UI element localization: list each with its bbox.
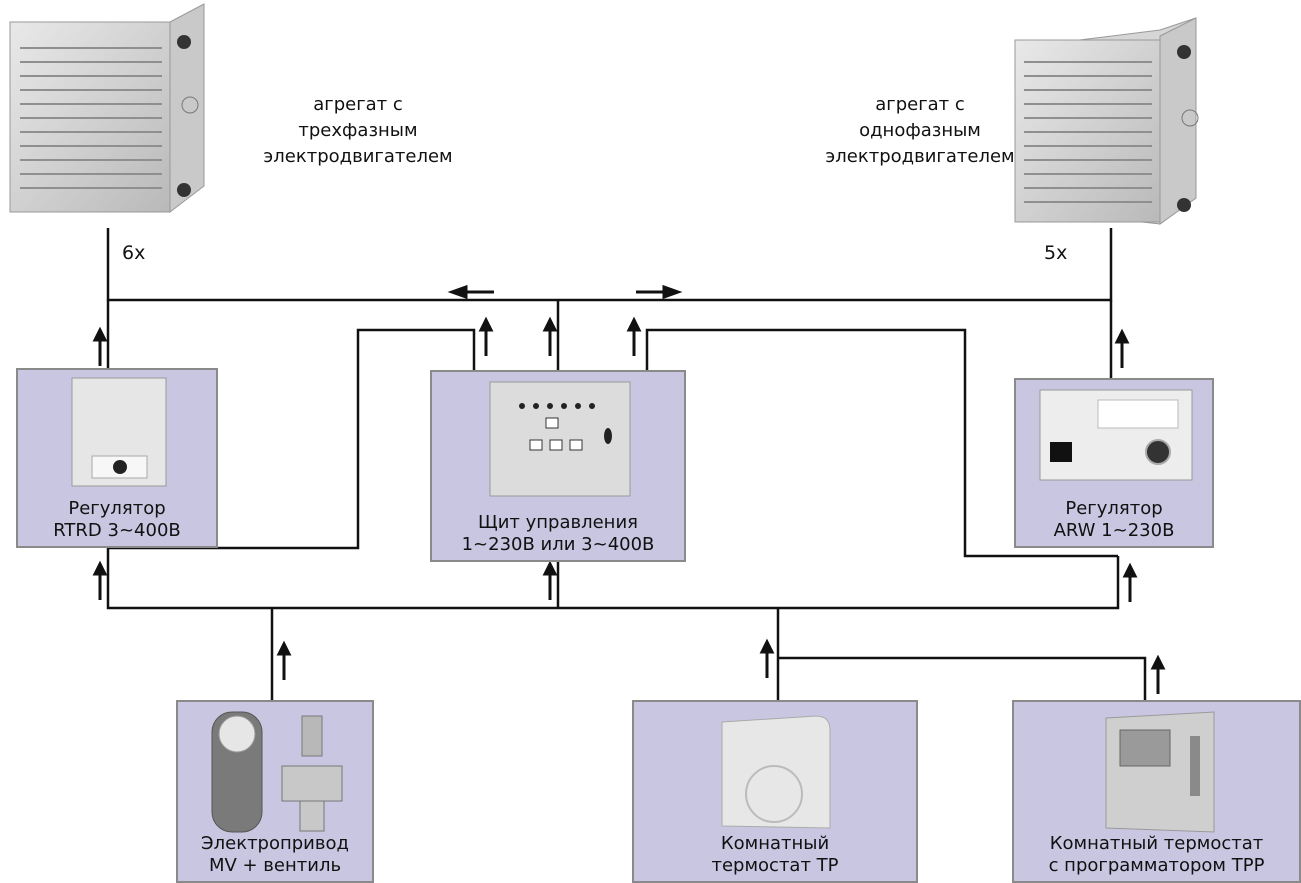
thermostat-tp-icon (716, 708, 836, 838)
thermostat-tp-caption: Комнатный термостат TP (634, 833, 916, 877)
actuator-caption-line: MV + вентиль (178, 855, 372, 877)
thermostat-tp-caption-line: Комнатный (634, 833, 916, 855)
single-phase-label-line: однофазным (800, 118, 1040, 144)
thermostat-tpp-box: Комнатный термостат с программатором TPP (1012, 700, 1301, 883)
three-phase-label-line: агрегат с (238, 92, 478, 118)
control-panel-caption: Щит управления 1~230B или 3~400B (432, 512, 684, 556)
arw-caption-line: ARW 1~230B (1016, 520, 1212, 542)
control-panel-caption-line: Щит управления (432, 512, 684, 534)
side-arrows (452, 287, 678, 297)
thermostat-tpp-caption-line: с программатором TPP (1014, 855, 1299, 877)
arw-caption: Регулятор ARW 1~230B (1016, 498, 1212, 542)
thermostat-tpp-icon (1102, 708, 1222, 838)
thermostat-tp-box: Комнатный термостат TP (632, 700, 918, 883)
actuator-valve-icon (192, 706, 362, 841)
thermostat-tp-caption-line: термостат TP (634, 855, 916, 877)
actuator-caption: Электропривод MV + вентиль (178, 833, 372, 877)
single-phase-unit-count: 5x (1044, 242, 1067, 264)
actuator-box: Электропривод MV + вентиль (176, 700, 374, 883)
heater-unit-three-phase-icon (10, 4, 204, 212)
rtrd-caption-line: RTRD 3~400B (18, 520, 216, 542)
arw-regulator-box: Регулятор ARW 1~230B (1014, 378, 1214, 548)
rtrd-caption: Регулятор RTRD 3~400B (18, 498, 216, 542)
control-panel-box: Щит управления 1~230B или 3~400B (430, 370, 686, 562)
three-phase-label-line: электродвигателем (238, 144, 478, 170)
control-panel-caption-line: 1~230B или 3~400B (432, 534, 684, 556)
single-phase-label-line: электродвигателем (800, 144, 1040, 170)
actuator-caption-line: Электропривод (178, 833, 372, 855)
thermostat-tpp-caption: Комнатный термостат с программатором TPP (1014, 833, 1299, 877)
rtrd-regulator-icon (64, 376, 174, 491)
control-panel-icon (480, 378, 640, 503)
three-phase-unit-label: агрегат с трехфазным электродвигателем (238, 92, 478, 170)
single-phase-label-line: агрегат с (800, 92, 1040, 118)
rtrd-regulator-box: Регулятор RTRD 3~400B (16, 368, 218, 548)
heater-unit-single-phase-icon (1015, 18, 1198, 224)
three-phase-label-line: трехфазным (238, 118, 478, 144)
rtrd-caption-line: Регулятор (18, 498, 216, 520)
arw-regulator-icon (1036, 386, 1196, 484)
single-phase-unit-label: агрегат с однофазным электродвигателем (800, 92, 1040, 170)
arw-caption-line: Регулятор (1016, 498, 1212, 520)
three-phase-unit-count: 6x (122, 242, 145, 264)
thermostat-tpp-caption-line: Комнатный термостат (1014, 833, 1299, 855)
